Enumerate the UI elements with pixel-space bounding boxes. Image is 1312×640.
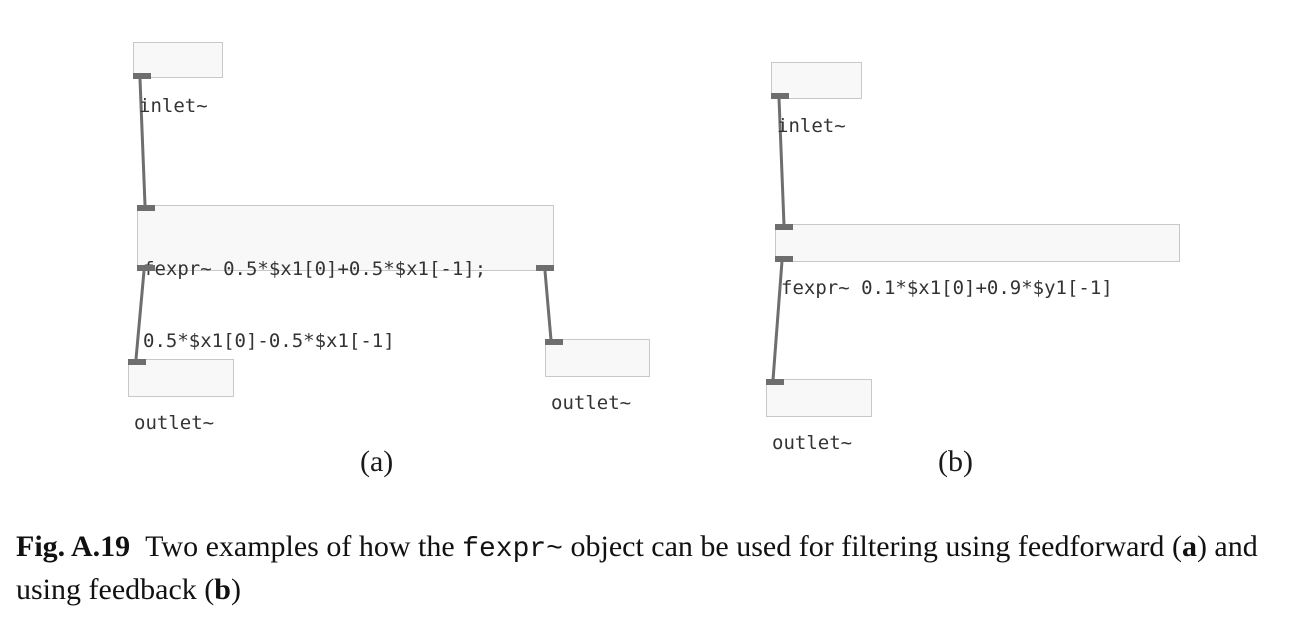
inlet-object-b: inlet~ [771,62,862,137]
fexpr-left-outlet-port-a [137,265,155,271]
patch-canvas: inlet~ fexpr~ 0.5*$x1[0]+0.5*$x1[-1]; 0.… [128,42,1180,478]
fexpr-outlet-port-b [775,256,793,262]
wire-inlet-to-fexpr-a [138,78,147,206]
caption-text-before: Two examples of how the [145,530,463,563]
figure-caption: Fig. A.19 Two examples of how the fexpr~… [16,527,1306,610]
caption-ref-b: b [214,573,231,606]
outlet-right-inlet-port-a [545,339,563,345]
fexpr-object-a: fexpr~ 0.5*$x1[0]+0.5*$x1[-1]; 0.5*$x1[0… [137,205,554,352]
caption-text-after-a: ) and using feedback ( [16,530,1258,606]
wire-fexpr-left-outlet-a [134,270,146,360]
fexpr-object-b: fexpr~ 0.1*$x1[0]+0.9*$y1[-1] [775,224,1180,299]
inlet-outlet-port-a [133,73,151,79]
wire-fexpr-right-outlet-a [543,270,553,341]
inlet-outlet-port-b [771,93,789,99]
wire-fexpr-to-outlet-b [771,260,784,381]
outlet-left-label-a: outlet~ [134,412,215,434]
fexpr-line1-a: fexpr~ 0.5*$x1[0]+0.5*$x1[-1]; [143,258,487,280]
inlet-label-b: inlet~ [777,115,846,137]
panel-a-label: (a) [360,445,394,478]
panel-b-label: (b) [938,445,973,478]
caption-ref-a: a [1181,530,1197,563]
outlet-object-b: outlet~ [766,379,872,454]
caption-text-middle: object can be used for filtering using f… [563,530,1172,563]
outlet-object-left-a: outlet~ [128,359,234,434]
connection-wires [134,78,786,381]
fexpr-inlet-port-a [137,205,155,211]
wire-inlet-to-fexpr-b [777,97,786,226]
outlet-right-label-a: outlet~ [551,392,632,414]
caption-paren-close: ) [230,573,241,606]
fexpr-line2-a: 0.5*$x1[0]-0.5*$x1[-1] [143,330,395,352]
fexpr-right-outlet-port-a [536,265,554,271]
caption-fig-label: Fig. A.19 [16,530,131,563]
outlet-label-b: outlet~ [772,432,853,454]
fexpr-line-b: fexpr~ 0.1*$x1[0]+0.9*$y1[-1] [781,277,1113,299]
outlet-inlet-port-b [766,379,784,385]
outlet-object-right-a: outlet~ [545,339,650,414]
caption-paren-open: ( [1171,530,1182,563]
caption-object-name: fexpr~ [462,534,563,565]
outlet-left-inlet-port-a [128,359,146,365]
inlet-object-a: inlet~ [133,42,223,117]
inlet-label-a: inlet~ [139,95,208,117]
fexpr-inlet-port-b [775,224,793,230]
